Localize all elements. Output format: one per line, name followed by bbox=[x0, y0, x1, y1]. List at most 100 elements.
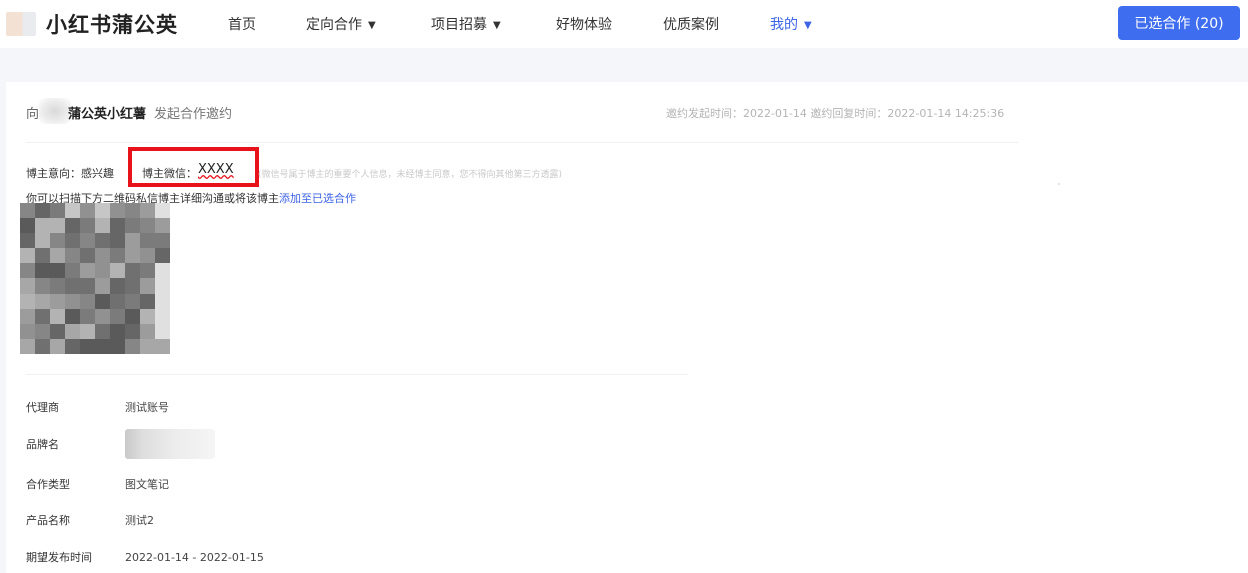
qr-mosaic-cell bbox=[65, 308, 80, 324]
invitation-prefix: 向 bbox=[26, 107, 40, 122]
wechat-highlight-box bbox=[128, 147, 259, 187]
qr-mosaic-cell bbox=[140, 263, 155, 279]
qr-mosaic-cell bbox=[95, 248, 110, 264]
qr-mosaic-cell bbox=[95, 293, 110, 309]
qr-mosaic-cell bbox=[20, 278, 35, 294]
qr-mosaic-cell bbox=[35, 203, 50, 219]
qr-mosaic-cell bbox=[50, 233, 65, 249]
add-to-selected-link[interactable]: 添加至已选合作 bbox=[279, 192, 356, 205]
nav-item-quality-cases[interactable]: 优质案例 bbox=[663, 14, 719, 34]
blurred-avatar bbox=[39, 98, 71, 124]
qr-mosaic-cell bbox=[155, 218, 170, 234]
qr-mosaic-cell bbox=[80, 338, 95, 354]
qr-mosaic-cell bbox=[140, 203, 155, 219]
qr-mosaic-cell bbox=[65, 323, 80, 339]
caret-down-icon: ▼ bbox=[368, 20, 376, 31]
qr-mosaic-cell bbox=[140, 323, 155, 339]
qr-mosaic-cell bbox=[35, 218, 50, 234]
detail-row-agency: 代理商 测试账号 bbox=[26, 399, 169, 415]
qr-mosaic-cell bbox=[35, 233, 50, 249]
qr-mosaic-cell bbox=[50, 308, 65, 324]
qr-mosaic-cell bbox=[110, 248, 125, 264]
qr-mosaic-cell bbox=[35, 263, 50, 279]
blogger-name[interactable]: 蒲公英小红薯 bbox=[68, 107, 147, 122]
qr-mosaic-cell bbox=[110, 263, 125, 279]
logo-icon bbox=[6, 12, 36, 36]
qr-mosaic-cell bbox=[65, 278, 80, 294]
detail-label: 代理商 bbox=[26, 401, 59, 414]
top-navigation-bar: 小红书蒲公英 首页 定向合作▼ 项目招募▼ 好物体验 优质案例 我的▼ 已选合作… bbox=[0, 0, 1248, 48]
nav-item-home[interactable]: 首页 bbox=[228, 14, 256, 34]
qr-mosaic-cell bbox=[35, 323, 50, 339]
qr-mosaic-cell bbox=[140, 278, 155, 294]
qr-mosaic-cell bbox=[50, 293, 65, 309]
qr-mosaic-cell bbox=[65, 203, 80, 219]
qr-mosaic-cell bbox=[50, 338, 65, 354]
qr-mosaic-cell bbox=[125, 293, 140, 309]
qr-mosaic-cell bbox=[125, 248, 140, 264]
nav-item-product-trial[interactable]: 好物体验 bbox=[556, 14, 612, 34]
invitation-suffix: 发起合作邀约 bbox=[154, 107, 233, 122]
qr-mosaic-cell bbox=[35, 338, 50, 354]
wechat-privacy-note: (微信号属于博主的重要个人信息，未经博主同意，您不得向其他第三方透露) bbox=[258, 170, 563, 180]
decorative-dot bbox=[1058, 183, 1060, 185]
qr-mosaic-cell bbox=[95, 263, 110, 279]
qr-mosaic-cell bbox=[20, 233, 35, 249]
qr-mosaic-cell bbox=[95, 233, 110, 249]
qr-mosaic-cell bbox=[35, 293, 50, 309]
detail-label: 品牌名 bbox=[26, 438, 59, 451]
qr-mosaic-cell bbox=[65, 233, 80, 249]
divider bbox=[26, 142, 1018, 143]
qr-mosaic-cell bbox=[155, 308, 170, 324]
qr-mosaic-cell bbox=[95, 308, 110, 324]
selected-cooperation-button[interactable]: 已选合作 (20) bbox=[1118, 6, 1240, 40]
nav-item-mine[interactable]: 我的▼ bbox=[770, 14, 812, 34]
qr-mosaic-cell bbox=[50, 263, 65, 279]
wechat-label: 博主微信： bbox=[142, 167, 197, 180]
qr-mosaic-cell bbox=[65, 293, 80, 309]
qr-mosaic-cell bbox=[110, 293, 125, 309]
detail-value: 测试账号 bbox=[125, 401, 169, 414]
nav-label: 优质案例 bbox=[663, 17, 719, 33]
qr-mosaic-cell bbox=[110, 278, 125, 294]
qr-mosaic-cell bbox=[50, 203, 65, 219]
qr-mosaic-cell bbox=[110, 338, 125, 354]
qr-mosaic-cell bbox=[50, 323, 65, 339]
detail-row-brand: 品牌名 bbox=[26, 436, 125, 452]
qr-mosaic-cell bbox=[80, 248, 95, 264]
qr-mosaic-cell bbox=[110, 233, 125, 249]
qr-mosaic-cell bbox=[155, 233, 170, 249]
qr-mosaic-cell bbox=[155, 293, 170, 309]
detail-label: 合作类型 bbox=[26, 478, 70, 491]
detail-label: 产品名称 bbox=[26, 514, 70, 527]
qr-mosaic-cell bbox=[80, 233, 95, 249]
qr-mosaic-cell bbox=[80, 203, 95, 219]
qr-mosaic-cell bbox=[95, 278, 110, 294]
qr-mosaic-cell bbox=[20, 263, 35, 279]
qr-mosaic-cell bbox=[140, 248, 155, 264]
qr-mosaic-cell bbox=[65, 338, 80, 354]
nav-item-project-recruitment[interactable]: 项目招募▼ bbox=[431, 14, 501, 34]
qr-mosaic-cell bbox=[35, 278, 50, 294]
caret-down-icon: ▼ bbox=[493, 20, 501, 31]
nav-item-directed-cooperation[interactable]: 定向合作▼ bbox=[306, 14, 376, 34]
qr-mosaic-cell bbox=[20, 203, 35, 219]
qr-mosaic-cell bbox=[95, 203, 110, 219]
qr-mosaic-cell bbox=[155, 263, 170, 279]
qr-mosaic-cell bbox=[125, 338, 140, 354]
nav-label: 首页 bbox=[228, 17, 256, 33]
qr-mosaic-cell bbox=[155, 203, 170, 219]
nav-label: 我的 bbox=[770, 17, 798, 33]
detail-value: 图文笔记 bbox=[125, 478, 169, 491]
qr-mosaic-cell bbox=[50, 218, 65, 234]
qr-mosaic-cell bbox=[80, 278, 95, 294]
qr-mosaic-cell bbox=[80, 308, 95, 324]
qr-mosaic-cell bbox=[110, 308, 125, 324]
qr-mosaic-cell bbox=[125, 263, 140, 279]
qr-mosaic-cell bbox=[125, 323, 140, 339]
qr-mosaic-cell bbox=[125, 278, 140, 294]
app-title[interactable]: 小红书蒲公英 bbox=[46, 13, 178, 37]
blurred-brand-name bbox=[125, 429, 215, 459]
qr-mosaic-cell bbox=[95, 218, 110, 234]
